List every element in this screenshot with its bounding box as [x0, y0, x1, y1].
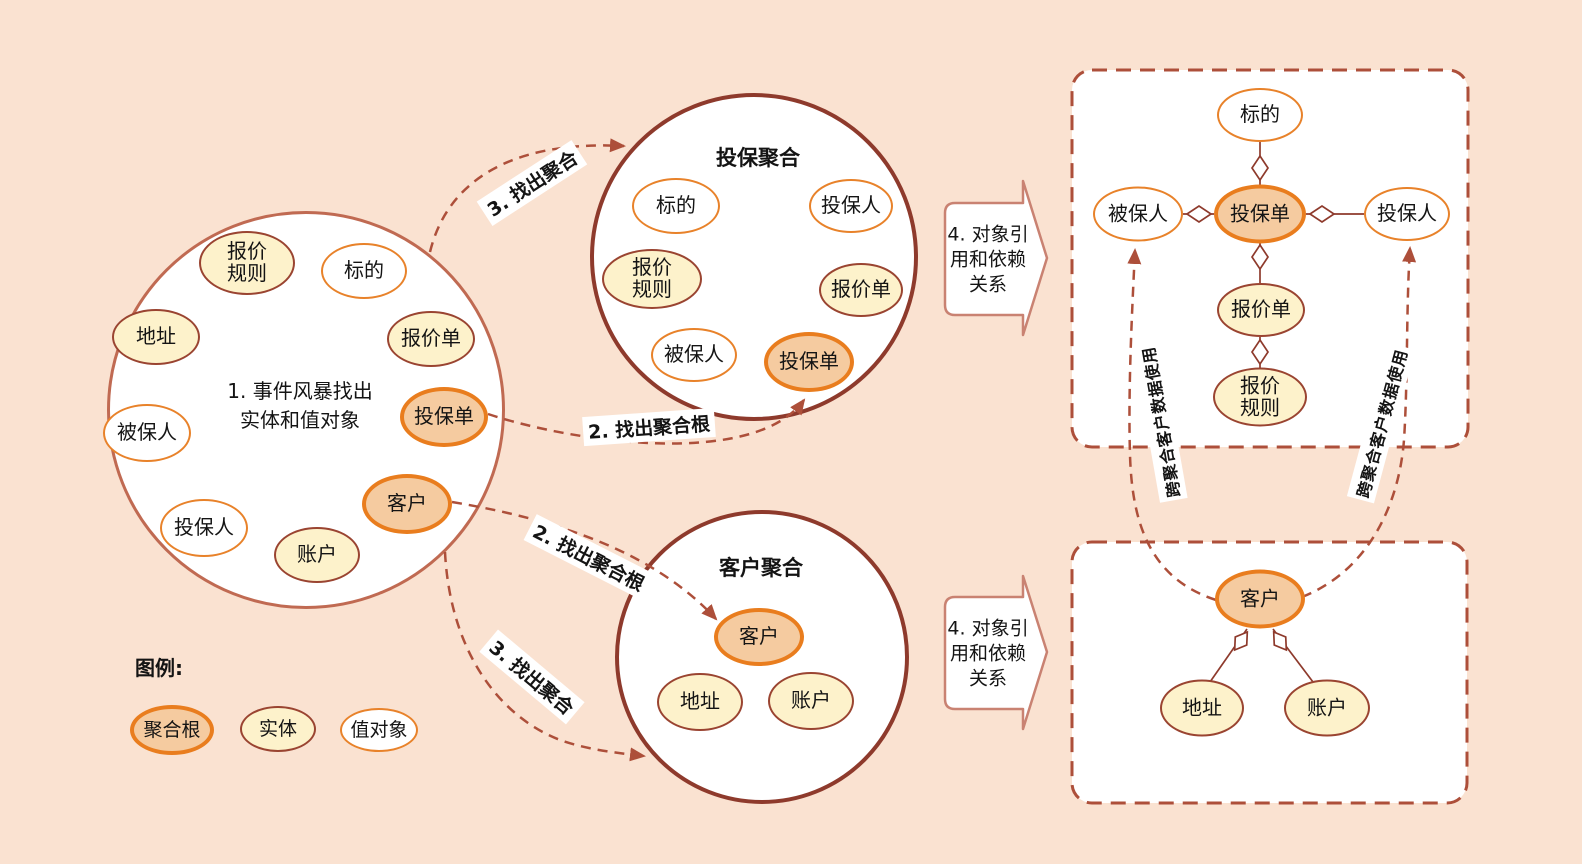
node-address: 地址	[112, 309, 200, 365]
node-quote-rules-2: 报价 规则	[602, 249, 702, 309]
node-quote: 报价单	[387, 311, 475, 367]
find-aggregate-label-top: 3. 找出聚合	[476, 140, 588, 226]
node-account: 账户	[274, 527, 360, 583]
legend-entity: 实体	[240, 706, 316, 752]
find-aggregate-label-bottom: 3. 找出聚合	[479, 629, 585, 725]
node-insured: 被保人	[103, 404, 191, 462]
node-policyholder: 投保人	[160, 499, 248, 557]
node-customer-root: 客户	[362, 474, 452, 534]
node-address-3: 地址	[1160, 679, 1244, 737]
node-subject: 标的	[321, 243, 407, 299]
find-root-label-top: 2. 找出聚合根	[582, 407, 716, 447]
node-policy-root: 投保单	[400, 387, 488, 447]
legend-aggregate-root: 聚合根	[130, 705, 214, 755]
legend-title: 图例:	[135, 656, 183, 680]
cross-aggregate-label-left: 跨聚合客户数据使用	[1132, 341, 1188, 503]
node-policy-root-3: 投保单	[1214, 184, 1306, 244]
node-quote-rules-3: 报价 规则	[1213, 367, 1307, 427]
aggregation-diamonds-customer	[1233, 630, 1288, 652]
policy-aggregate-title: 投保聚合	[716, 146, 800, 170]
node-policyholder-3: 投保人	[1364, 187, 1450, 241]
node-address-2: 地址	[657, 673, 743, 731]
node-customer-root-3: 客户	[1215, 569, 1305, 629]
node-account-3: 账户	[1284, 679, 1370, 737]
legend-value-object: 值对象	[340, 708, 418, 752]
customer-aggregate-title: 客户聚合	[719, 556, 803, 580]
node-insured-2: 被保人	[651, 328, 737, 382]
node-quote-rules: 报价 规则	[199, 231, 295, 295]
node-subject-3: 标的	[1217, 88, 1303, 142]
node-account-2: 账户	[768, 672, 854, 730]
customer-model-connectors	[1209, 628, 1314, 683]
node-quote-2: 报价单	[819, 263, 903, 317]
find-root-label-bottom: 2. 找出聚合根	[523, 514, 655, 600]
node-policyholder-2: 投保人	[809, 179, 893, 233]
event-storm-caption: 1. 事件风暴找出 实体和值对象	[227, 379, 373, 432]
node-subject-2: 标的	[632, 178, 720, 234]
object-ref-text-top: 4. 对象引 用和依赖 关系	[947, 223, 1029, 296]
node-customer-root-2: 客户	[714, 608, 804, 666]
cross-aggregate-label-right: 跨聚合客户数据使用	[1346, 342, 1416, 504]
node-policy-root-2: 投保单	[764, 332, 854, 392]
node-insured-3: 被保人	[1093, 186, 1183, 242]
node-quote-3: 报价单	[1217, 283, 1305, 337]
object-ref-text-bottom: 4. 对象引 用和依赖 关系	[947, 617, 1029, 690]
